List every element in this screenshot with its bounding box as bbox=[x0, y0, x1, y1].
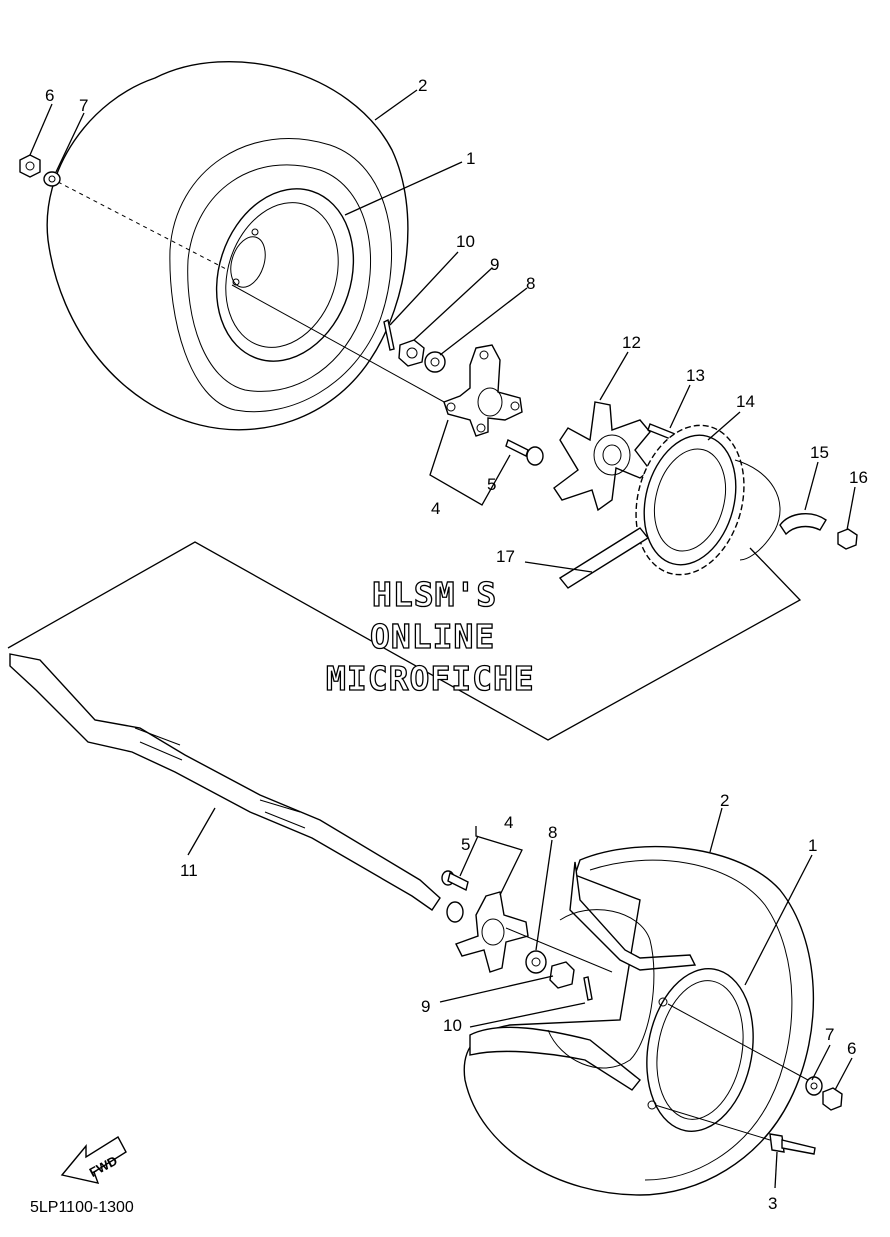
top-washer-8 bbox=[424, 351, 446, 373]
bottom-wheel-rim bbox=[547, 909, 754, 1132]
callout-top-2: 2 bbox=[418, 76, 427, 95]
top-chain-17 bbox=[558, 527, 650, 589]
top-nut-6 bbox=[19, 154, 41, 178]
callout-bottom-7: 7 bbox=[825, 1025, 834, 1044]
callout-top-15: 15 bbox=[810, 443, 829, 462]
watermark-line-2: ONLINE bbox=[370, 617, 495, 656]
bottom-tire bbox=[463, 845, 815, 1196]
callout-top-9: 9 bbox=[490, 255, 499, 274]
callout-top-6: 6 bbox=[45, 86, 54, 105]
top-sprocket-hub-12 bbox=[553, 401, 651, 512]
top-clip-15 bbox=[779, 513, 827, 536]
bottom-bolt-5 bbox=[441, 870, 469, 892]
top-sprocket-guard bbox=[734, 459, 781, 561]
axle-box-outline bbox=[7, 541, 802, 741]
top-bolt-5 bbox=[505, 439, 544, 466]
watermark-line-3: MICROFICHE bbox=[326, 659, 535, 698]
callout-top-8: 8 bbox=[526, 274, 535, 293]
callout-bottom-11: 11 bbox=[180, 861, 198, 880]
callout-bottom-8: 8 bbox=[548, 823, 557, 842]
bottom-castle-nut-9 bbox=[549, 961, 575, 989]
top-sprocket-14 bbox=[635, 424, 745, 576]
callout-bottom-5: 5 bbox=[461, 835, 470, 854]
top-nut-16 bbox=[837, 528, 858, 550]
bottom-valve-stem-3 bbox=[769, 1133, 816, 1155]
callout-bottom-9: 9 bbox=[421, 997, 430, 1016]
callout-top-1: 1 bbox=[466, 149, 475, 168]
callout-top-5: 5 bbox=[487, 475, 496, 494]
callout-top-4: 4 bbox=[431, 499, 440, 518]
watermark-line-1: HLSM'S bbox=[372, 575, 497, 614]
callout-bottom-1: 1 bbox=[808, 836, 817, 855]
leader-lines bbox=[29, 89, 856, 1189]
callout-bottom-6: 6 bbox=[847, 1039, 856, 1058]
callout-bottom-3: 3 bbox=[768, 1194, 777, 1213]
callout-top-12: 12 bbox=[622, 333, 641, 352]
top-castle-nut-9 bbox=[398, 339, 425, 367]
rear-axle-11 bbox=[9, 653, 464, 923]
bottom-nut-6 bbox=[822, 1087, 843, 1111]
diagram-code: 5LP1100-1300 bbox=[30, 1199, 134, 1216]
callout-top-10: 10 bbox=[456, 232, 475, 251]
top-washer-7 bbox=[43, 171, 61, 187]
top-cotter-pin-10 bbox=[383, 318, 395, 351]
callout-top-16: 16 bbox=[849, 468, 868, 487]
bottom-cotter-pin-10 bbox=[583, 976, 593, 1001]
watermark: HLSM'S ONLINE MICROFICHE bbox=[325, 574, 535, 698]
callout-bottom-4: 4 bbox=[504, 813, 513, 832]
bottom-washer-7 bbox=[805, 1076, 823, 1096]
callout-top-17: 17 bbox=[496, 547, 515, 566]
bottom-valve-line bbox=[654, 1104, 771, 1141]
callout-numbers: 6 7 2 1 10 9 8 12 13 14 15 16 4 5 17 4 5… bbox=[45, 76, 868, 1213]
callout-bottom-10: 10 bbox=[443, 1016, 462, 1035]
bottom-washer-8 bbox=[525, 950, 547, 974]
bottom-centerline-lower bbox=[667, 1003, 809, 1081]
bottom-centerline-upper bbox=[505, 927, 613, 973]
fwd-arrow-icon: FWD bbox=[60, 1136, 127, 1184]
callout-top-7: 7 bbox=[79, 96, 88, 115]
callout-bottom-2: 2 bbox=[720, 791, 729, 810]
callout-top-14: 14 bbox=[736, 392, 755, 411]
bottom-hub-4 bbox=[455, 891, 529, 973]
top-wheel-rim bbox=[215, 188, 355, 362]
callout-top-13: 13 bbox=[686, 366, 705, 385]
top-centerline bbox=[231, 284, 456, 409]
top-hub-4 bbox=[443, 344, 523, 437]
